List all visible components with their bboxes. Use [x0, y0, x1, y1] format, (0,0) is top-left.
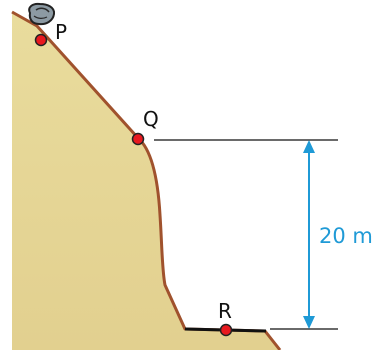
point-q-label: Q	[143, 107, 159, 131]
point-p-marker	[34, 33, 48, 47]
height-label: 20 m	[319, 224, 373, 248]
point-r-label: R	[218, 299, 232, 323]
point-q-marker	[131, 132, 145, 146]
height-dimension-arrow	[303, 140, 315, 329]
rock-icon	[28, 2, 56, 26]
point-r-marker	[219, 323, 233, 337]
point-p-label: P	[55, 20, 67, 44]
slope-line	[11, 10, 282, 350]
ground-area	[12, 12, 280, 350]
